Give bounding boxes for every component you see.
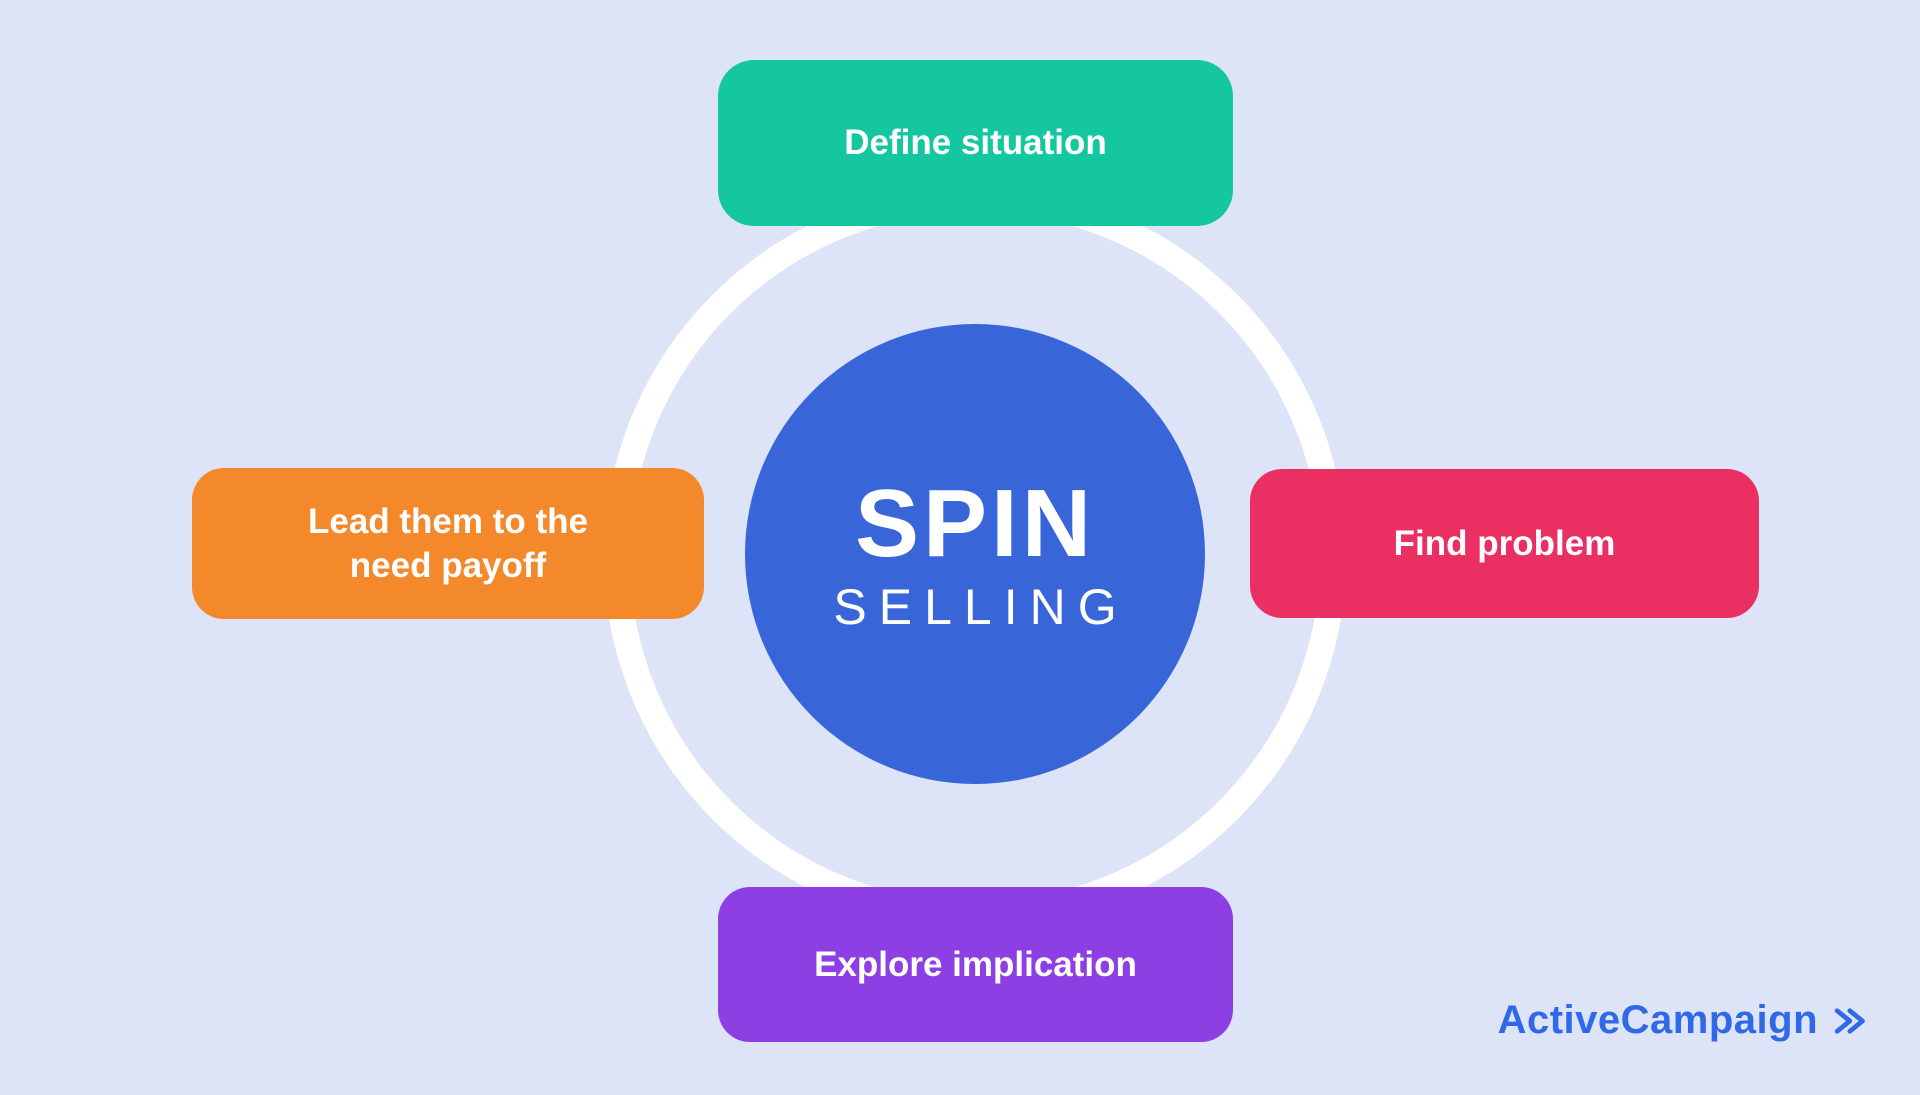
brand-logo: ActiveCampaign xyxy=(1498,998,1868,1043)
node-define-situation: Define situation xyxy=(718,60,1233,226)
node-lead-need-payoff: Lead them to the need payoff xyxy=(192,468,704,619)
diagram-subtitle: SELLING xyxy=(833,579,1129,635)
node-label: Find problem xyxy=(1393,523,1616,563)
node-label: Define situation xyxy=(844,123,1107,163)
double-chevron-right-icon xyxy=(1830,1002,1868,1040)
node-label: Lead them to the need payoff xyxy=(307,501,589,585)
center-circle: SPIN SELLING xyxy=(745,324,1205,784)
node-find-problem: Find problem xyxy=(1250,469,1759,618)
diagram-title: SPIN xyxy=(854,470,1096,577)
node-explore-implication: Explore implication xyxy=(718,887,1233,1042)
node-label: Explore implication xyxy=(814,944,1137,984)
brand-name: ActiveCampaign xyxy=(1497,998,1818,1042)
